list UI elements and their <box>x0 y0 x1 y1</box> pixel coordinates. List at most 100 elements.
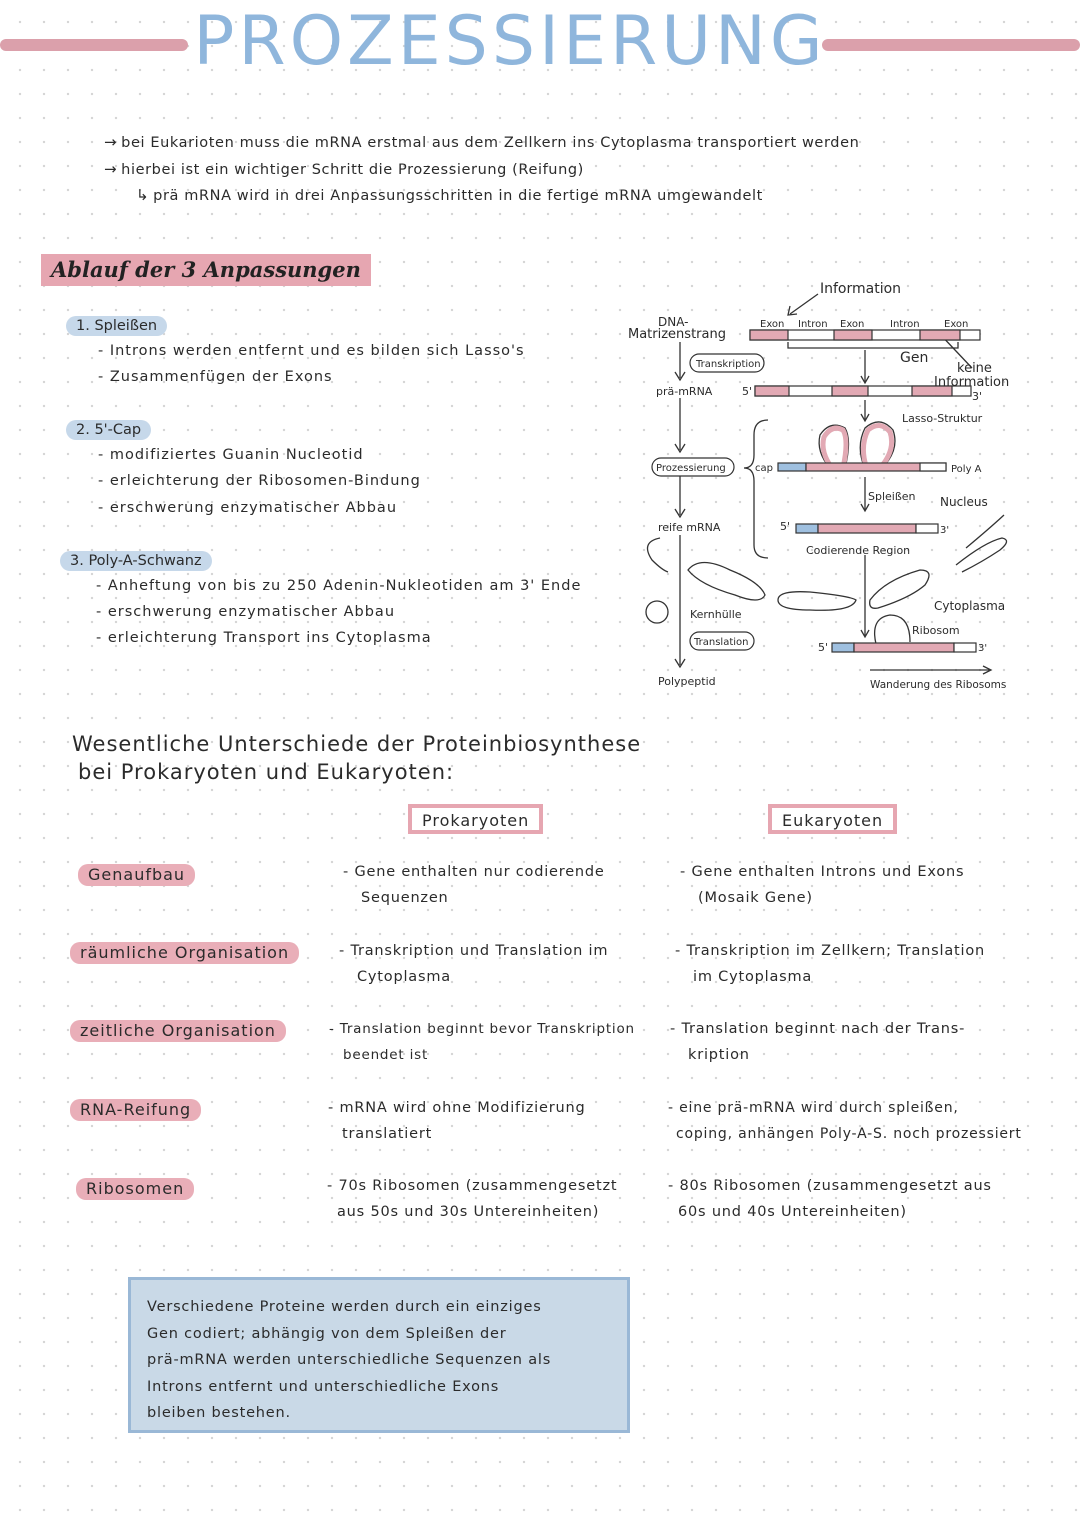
label-dna: DNA- <box>658 315 689 329</box>
row-label-rna-reifung: RNA-Reifung <box>70 1099 202 1121</box>
note-line: Verschiedene Proteine werden durch ein e… <box>147 1299 542 1315</box>
note-line: prä-mRNA werden unterschiedliche Sequenz… <box>147 1352 552 1368</box>
cell-line: kription <box>688 1047 750 1063</box>
cell-eukaryoten: - Transkription im Zellkern; Translation… <box>675 938 985 990</box>
label-translation: Translation <box>693 637 749 648</box>
label-spleissen: Spleißen <box>868 490 916 503</box>
row-label-zeitliche-organisation: zeitliche Organisation <box>70 1020 286 1042</box>
label-intron: Intron <box>798 319 828 330</box>
title-bar-left <box>0 39 188 51</box>
label-exon: Exon <box>944 319 968 330</box>
cell-line: coping, anhängen Poly-A-S. noch prozessi… <box>676 1126 1022 1142</box>
note-line: Introns entfernt und unterschiedliche Ex… <box>147 1378 500 1395</box>
section-heading: Ablauf der 3 Anpassungen <box>41 254 371 286</box>
step-3-bullet: - erleichterung Transport ins Cytoplasma <box>96 630 432 646</box>
label-transkription: Transkription <box>695 359 761 370</box>
step-3-bullet: - erschwerung enzymatischer Abbau <box>96 604 396 620</box>
cell-line: Cytoplasma <box>357 969 451 985</box>
intro-line-3: ↳prä mRNA wird in drei Anpassungsschritt… <box>136 186 763 204</box>
label-wanderung: Wanderung des Ribosoms <box>870 679 1006 691</box>
step-label-3: 3. Poly-A-Schwanz <box>60 551 212 571</box>
label-5prime: 5' <box>818 641 828 654</box>
label-gen: Gen <box>900 350 928 366</box>
label-3prime: 3' <box>978 643 987 654</box>
pre-mrna-bar <box>754 385 972 397</box>
note-box: Verschiedene Proteine werden durch ein e… <box>128 1277 630 1433</box>
label-prozessierung: Prozessierung <box>656 463 726 474</box>
cell-line: aus 50s und 30s Untereinheiten) <box>337 1204 600 1220</box>
cell-line: - 70s Ribosomen (zusammengesetzt <box>327 1178 618 1194</box>
step-1-bullet: - Zusammenfügen der Exons <box>98 369 333 385</box>
column-header-eukaryoten: Eukaryoten <box>768 804 898 834</box>
cell-line: - Transkription im Zellkern; Translation <box>675 943 986 959</box>
label-information: Information <box>820 281 901 297</box>
label-kernhuelle: Kernhülle <box>690 608 742 621</box>
intro-line-2: →hierbei ist ein wichtiger Schritt die P… <box>104 160 584 178</box>
label-prae-mrna: prä-mRNA <box>656 385 713 398</box>
label-5prime: 5' <box>742 385 752 398</box>
cell-line: 60s und 40s Untereinheiten) <box>678 1204 907 1220</box>
label-keine: keine <box>957 361 992 376</box>
cell-line: - Gene enthalten Introns und Exons <box>680 864 965 880</box>
arrow-turn-icon: ↳ <box>136 186 150 204</box>
translation-pill <box>689 631 755 651</box>
label-cytoplasma: Cytoplasma <box>934 599 1005 613</box>
cell-line: - 80s Ribosomen (zusammengesetzt aus <box>668 1178 992 1194</box>
label-nucleus: Nucleus <box>940 495 988 509</box>
cell-eukaryoten: - eine prä-mRNA wird durch spleißen, cop… <box>668 1095 1022 1147</box>
intro-line-1: →bei Eukarioten muss die mRNA erstmal au… <box>104 133 860 151</box>
step-label-1: 1. Spleißen <box>66 316 168 336</box>
cell-line: Sequenzen <box>361 890 449 906</box>
row-label-raeumliche-organisation: räumliche Organisation <box>70 942 300 964</box>
label-matrizenstrang: Matrizenstrang <box>628 327 726 342</box>
flow-arrow-head <box>674 371 686 382</box>
step-2-bullet: - erleichterung der Ribosomen-Bindung <box>98 473 421 489</box>
label-codierende-region: Codierende Region <box>806 544 910 557</box>
label-poly-a: Poly A <box>951 464 982 475</box>
dna-strand-bar <box>749 329 981 341</box>
nuclear-membrane <box>646 537 669 573</box>
cell-line: - Gene enthalten nur codierende <box>343 864 605 880</box>
title-bar-right <box>822 39 1080 51</box>
step-3-bullet: - Anheftung von bis zu 250 Adenin-Nukleo… <box>96 578 582 594</box>
label-intron: Intron <box>890 319 920 330</box>
row-label-ribosomen: Ribosomen <box>76 1178 195 1200</box>
label-lasso: Lasso-Struktur <box>902 412 983 425</box>
label-reife-mrna: reife mRNA <box>658 521 721 534</box>
cell-prokaryoten: - Gene enthalten nur codierende Sequenze… <box>343 859 605 911</box>
cell-prokaryoten: - Translation beginnt bevor Transkriptio… <box>329 1016 635 1068</box>
mature-mrna-bar <box>795 523 939 534</box>
cell-prokaryoten: - 70s Ribosomen (zusammengesetzt aus 50s… <box>327 1173 617 1225</box>
cell-eukaryoten: - Gene enthalten Introns und Exons (Mosa… <box>680 859 964 911</box>
label-5prime: 5' <box>780 520 790 533</box>
cell-line: im Cytoplasma <box>693 969 813 985</box>
step-2-bullet: - modifiziertes Guanin Nucleotid <box>98 447 364 463</box>
cell-line: beendet ist <box>343 1047 429 1063</box>
label-polypeptid: Polypeptid <box>658 675 716 688</box>
lasso-mrna-bar <box>777 462 947 472</box>
label-exon: Exon <box>760 319 784 330</box>
arrow-right-icon: → <box>104 133 118 151</box>
cell-prokaryoten: - mRNA wird ohne Modifizierung translati… <box>328 1095 585 1147</box>
label-3prime: 3' <box>940 525 949 536</box>
note-line: bleiben bestehen. <box>147 1405 291 1421</box>
cell-line: - eine prä-mRNA wird durch spleißen, <box>668 1100 959 1116</box>
page-title: PROZESSIERUNG <box>193 2 827 81</box>
cell-line: translatiert <box>342 1126 433 1142</box>
comparison-title-line-1: Wesentliche Unterschiede der Proteinbios… <box>72 732 642 756</box>
label-information-2: Information <box>934 375 1009 390</box>
cell-eukaryoten: - Translation beginnt nach der Trans- kr… <box>670 1016 965 1068</box>
prozessierung-pill <box>651 457 735 477</box>
translation-mrna-bar <box>831 642 977 653</box>
arrow-right-icon: → <box>104 160 118 178</box>
step-2-bullet: - erschwerung enzymatischer Abbau <box>98 500 398 516</box>
step-label-2: 2. 5'-Cap <box>66 420 152 440</box>
cell-line: - Translation beginnt bevor Transkriptio… <box>329 1021 635 1037</box>
comparison-title: Wesentliche Unterschiede der Proteinbios… <box>72 730 641 786</box>
cell-line: (Mosaik Gene) <box>698 890 813 906</box>
label-ribosom: Ribosom <box>912 624 960 637</box>
cell-line: - Translation beginnt nach der Trans- <box>670 1021 966 1037</box>
transkription-pill <box>689 353 765 373</box>
protein-synthesis-diagram: Information DNA- Matrizenstrang Exon Int… <box>628 281 1009 691</box>
comparison-title-line-2: bei Prokaryoten und Eukaryoten: <box>78 760 455 784</box>
